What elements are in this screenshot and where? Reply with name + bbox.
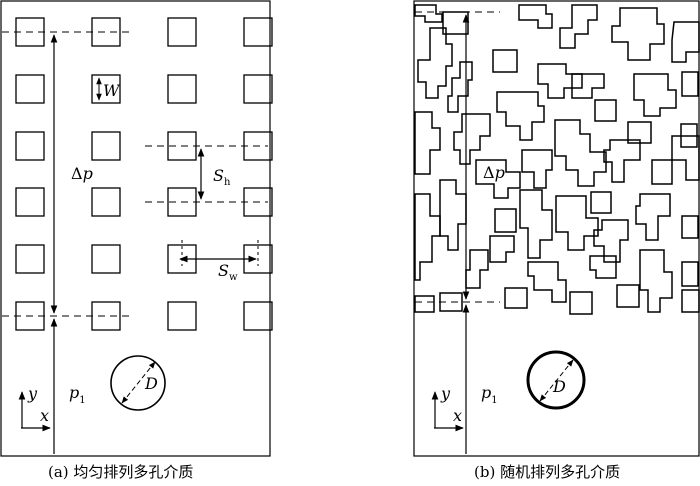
random-cluster-obstacle: [453, 113, 491, 165]
random-square-obstacle: [569, 291, 593, 315]
square-obstacle: [15, 244, 45, 274]
random-cluster-obstacle: [571, 73, 605, 99]
random-cluster-obstacle: [527, 261, 567, 303]
axis-y-label: y: [440, 384, 451, 403]
d-label: D: [552, 377, 566, 396]
axis-x-label: x: [453, 406, 462, 425]
w-label: W: [103, 81, 121, 100]
square-obstacle: [167, 301, 197, 331]
sw-label: Sw: [218, 261, 238, 283]
random-cluster-obstacle: [671, 135, 700, 181]
random-cluster-obstacle: [681, 289, 700, 313]
square-obstacle: [243, 74, 273, 104]
random-cluster-obstacle: [554, 119, 607, 187]
random-cluster-obstacle: [611, 7, 665, 61]
random-cluster-obstacle: [414, 193, 441, 281]
random-cluster-obstacle: [518, 4, 553, 29]
random-cluster-obstacle: [633, 73, 677, 117]
square-obstacle: [167, 17, 197, 47]
random-cluster-obstacle: [519, 189, 553, 259]
panel-b-obstacles: [414, 4, 700, 315]
random-cluster-obstacle: [496, 91, 545, 141]
random-square-obstacle: [594, 99, 617, 122]
square-obstacle: [91, 74, 121, 104]
panel-a-caption: (a) 均匀排列多孔介质: [48, 463, 193, 481]
circle-obstacle: [526, 350, 586, 410]
panel-b-caption: (b) 随机排列多孔介质: [474, 463, 620, 481]
panel-b-frame: [413, 0, 700, 457]
panel-a-frame: [0, 0, 271, 457]
dp-label: Δp: [483, 163, 505, 182]
random-square-obstacle: [494, 208, 517, 233]
random-square-obstacle: [590, 191, 612, 214]
square-obstacle: [91, 131, 121, 161]
random-cluster-obstacle: [414, 295, 435, 313]
random-cluster-obstacle: [417, 27, 453, 99]
dp-label: Δp: [71, 164, 93, 183]
p1-label: p1: [69, 383, 86, 406]
random-square-obstacle: [504, 287, 528, 309]
random-cluster-obstacle: [555, 195, 599, 251]
random-cluster-obstacle: [671, 21, 700, 63]
d-label: D: [144, 374, 158, 393]
random-cluster-obstacle: [603, 139, 641, 183]
random-cluster-obstacle: [439, 179, 467, 251]
sh-label: Sh: [213, 166, 231, 188]
p1-label: p1: [481, 383, 498, 406]
random-cluster-obstacle: [521, 149, 553, 189]
random-cluster-obstacle: [465, 249, 489, 289]
random-cluster-obstacle: [447, 61, 473, 113]
diameter-arrow: [539, 359, 574, 402]
axis-x-label: x: [40, 406, 49, 425]
square-obstacle: [15, 74, 45, 104]
random-cluster-obstacle: [475, 159, 521, 199]
random-square-obstacle: [681, 261, 699, 287]
random-cluster-obstacle: [414, 4, 443, 23]
random-cluster-obstacle: [559, 4, 598, 49]
square-obstacle: [243, 17, 273, 47]
square-obstacle: [15, 187, 45, 217]
square-obstacle: [243, 301, 273, 331]
panel-a: W Δp Sh Sw p1 D y x (a) 均匀排列多孔介质: [0, 0, 273, 481]
random-cluster-obstacle: [593, 219, 629, 263]
axis-y-label: y: [27, 384, 38, 403]
random-square-obstacle: [492, 49, 518, 73]
square-obstacle: [91, 187, 121, 217]
random-square-obstacle: [681, 71, 699, 97]
random-cluster-obstacle: [489, 235, 515, 263]
random-cluster-obstacle: [635, 193, 671, 241]
square-obstacle: [91, 244, 121, 274]
diameter-arrow: [121, 361, 156, 404]
circle-obstacle: [110, 355, 166, 411]
panel-b: Δp p1 D y x (b) 随机排列多孔介质: [413, 0, 700, 481]
random-square-obstacle: [616, 284, 640, 308]
random-cluster-obstacle: [414, 111, 441, 175]
square-obstacle: [167, 74, 197, 104]
random-cluster-obstacle: [639, 249, 673, 313]
random-cluster-obstacle: [537, 63, 583, 99]
random-square-obstacle: [651, 159, 673, 185]
square-obstacle: [15, 131, 45, 161]
random-square-obstacle: [681, 215, 699, 239]
random-cluster-obstacle: [589, 255, 617, 279]
